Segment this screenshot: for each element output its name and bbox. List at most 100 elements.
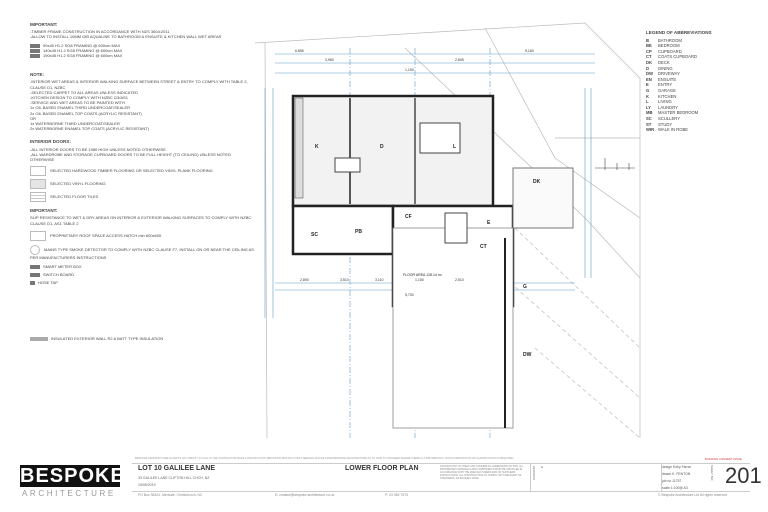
hatch-icon [30, 230, 46, 241]
abbreviation: B [646, 37, 650, 43]
site-boundary [255, 22, 641, 439]
note-line: -KITCHEN DESIGN TO COMPLY WITH NZBC G3/A… [30, 95, 128, 101]
design-by: design Kirby Farrar [662, 465, 691, 469]
floor-plan: K D L DK SC PB CF E CT G DW FLOOR AREA 1… [255, 22, 641, 439]
room-label-deck: DK [533, 179, 541, 185]
dim-top: 2,805 [455, 58, 464, 62]
switchboard-icon [30, 273, 40, 278]
abbreviation: DW [646, 71, 653, 77]
email: E: contact@bespoke-architecture.co.nz [275, 493, 335, 497]
dim-top: 1,150 [405, 68, 414, 72]
north-arrow-icon [595, 158, 635, 170]
abbreviation-meaning: STUDY [658, 121, 673, 127]
abbreviation-meaning: CUPBOARD [658, 48, 682, 54]
company-logo: BESPOKE [20, 465, 125, 487]
dim-bottom: 2,510 [455, 278, 464, 282]
note-line: SLIP RESISTANCE TO WET & DRY AREAS ON IN… [30, 215, 252, 226]
note-line: -ALLOW TO INSTALL 10MM GIB AQUALINE TO B… [30, 34, 222, 40]
room-label-scullery: SC [311, 232, 318, 238]
important-heading: IMPORTANT: [30, 22, 58, 27]
drawing-meta: design Kirby Farrar drawn K. FENTON job … [662, 464, 691, 492]
abbreviation: G [646, 87, 650, 93]
abbreviation: CP [646, 48, 652, 54]
dim-top: 5,160 [525, 49, 534, 53]
abbreviation-meaning: COATS CUPBOARD [658, 54, 698, 60]
symbol-label: HOSE TAP [38, 280, 58, 286]
abbreviation: CT [646, 54, 652, 60]
abbreviation-meaning: SCULLERY [658, 115, 681, 121]
legend-item: ST STUDY [646, 122, 712, 128]
floor-area-label: FLOOR AREA 128.14 m² [403, 273, 443, 277]
revision-letter: A [541, 465, 544, 469]
room-label-entry: E [487, 220, 491, 226]
note-line: OR [30, 115, 36, 121]
floor-swatch [30, 166, 46, 177]
note-line: 2x OIL BASED ENAMEL TOP COATS (ACRYLIC R… [30, 110, 142, 116]
framing-swatch [30, 48, 40, 53]
dim-bottom: 5,700 [405, 293, 414, 297]
note-line: -SERVICE AND WET AREAS TO BE PAINTED WIT… [30, 100, 125, 106]
note-heading: NOTE: [30, 72, 44, 78]
abbreviation-meaning: ENTRY [658, 82, 673, 88]
meter-box-icon [30, 265, 40, 270]
insulation-label: INSULATED EXTERIOR WALL R2.6 BATT TYPE I… [51, 335, 164, 341]
disclaimer: BESPOKE ARCHITECTURE ACCEPTS NO LIABILIT… [135, 457, 514, 460]
job-number: job no J1757 [662, 479, 682, 483]
dim-bottom: 1,150 [415, 278, 424, 282]
abbreviation: D [646, 65, 650, 71]
phone: P: 03 982 7575 [385, 493, 409, 497]
abbreviation-meaning: DECK [658, 59, 670, 65]
legend-item: CP CUPBOARD [646, 49, 712, 55]
room-label-garage: G [523, 284, 527, 290]
dim-bottom: 3,110 [375, 278, 384, 282]
abbreviation-meaning: GARAGE [658, 87, 676, 93]
floor-swatch [30, 179, 46, 190]
symbol-label: SWITCH BOARD [43, 272, 75, 278]
abbreviation: DK [646, 59, 653, 65]
framing-label: 140x45 H1.2 SG8 FRAMING @ 600cm MAX [43, 47, 123, 53]
note-line: 1x OIL BASED ENAMEL THIRD UNDERCOAT/SEAL… [30, 105, 131, 111]
sheet-no-label: SHEET NO [710, 465, 714, 481]
room-label-kitchen: K [315, 144, 319, 150]
project-title: LOT 10 GALILEE LANE [138, 465, 216, 472]
note-line: 1x WATERBORNE THIRD UNDERCOAT/SEALER [30, 121, 120, 127]
symbol-label: SMART METER BOX [43, 264, 82, 270]
room-label-living: L [453, 144, 456, 150]
revisions-table: REVISIONS A [530, 464, 662, 492]
note-line: -INTERIOR WET AREAS & INTERIOR WALKING S… [30, 79, 248, 90]
framing-label: 90x45 H1.2 SG8 FRAMING @ 600cm MAX [43, 42, 121, 48]
room-label-pb: PB [355, 229, 362, 235]
abbreviation: MB [646, 110, 653, 116]
abbreviation-meaning: BEDROOM [658, 43, 680, 49]
hose-tap-icon [30, 281, 35, 286]
abbreviation: SC [646, 115, 652, 121]
issue-date: 15/05/2019 [138, 483, 156, 487]
sheet-title: LOWER FLOOR PLAN [345, 465, 419, 472]
legend-item: SC SCULLERY [646, 116, 712, 122]
legend-title: LEGEND OF ABBREVIATIONS [646, 30, 712, 35]
room-label-driveway: DW [523, 352, 532, 358]
sheet-number: 201 [725, 463, 762, 488]
revisions-label: REVISIONS [532, 466, 535, 481]
floor-label: SELECTED VINYL FLOORING [50, 181, 106, 187]
abbreviation: ST [646, 121, 652, 127]
abbreviation-meaning: LIVING [658, 99, 672, 105]
note-line: -TIMBER FRAME CONSTRUCTION IN ACCORDANCE… [30, 29, 170, 35]
logo-subtitle: ARCHITECTURE [22, 489, 116, 498]
abbreviation: LY [646, 104, 651, 110]
legend-item: G GARAGE [646, 88, 712, 94]
dim-top: 6,855 [295, 49, 304, 53]
framing-swatch [30, 43, 40, 48]
note-line: -SELECTED CARPET TO ALL AREAS UNLESS IND… [30, 89, 139, 95]
dim-top: 3,960 [325, 58, 334, 62]
notes-column: IMPORTANT: -TIMBER FRAME CONSTRUCTION IN… [30, 16, 255, 341]
dim-bottom: 2,890 [300, 278, 309, 282]
important2-heading: IMPORTANT: [30, 208, 58, 214]
contractor-note: CONTRACTOR TO CHECK AND CONFIRM ALL DIME… [440, 465, 524, 480]
